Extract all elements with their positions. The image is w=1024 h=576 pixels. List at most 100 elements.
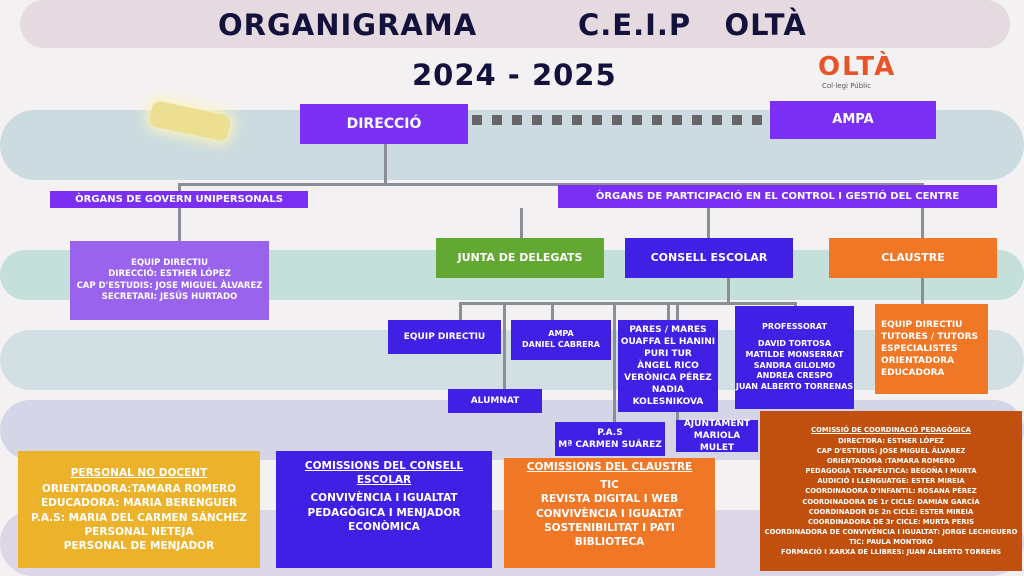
ccp-line: TIC: PAULA MONTORO xyxy=(849,537,933,546)
personal-title: PERSONAL NO DOCENT xyxy=(70,466,208,479)
ccp-line: CAP D'ESTUDIS: JOSE MIGUEL ÀLVAREZ xyxy=(816,447,966,456)
page-title: ORGANIGRAMA xyxy=(218,8,478,42)
professorat-line: DAVID TORTOSA xyxy=(757,338,832,348)
professorat-line: MATILDE MONSERRAT xyxy=(745,349,844,359)
personal-no-docent-box: PERSONAL NO DOCENT ORIENTADORA:TAMARA RO… xyxy=(18,451,260,568)
connector-line xyxy=(551,302,554,320)
connector-line xyxy=(921,278,924,306)
connector-line xyxy=(667,302,670,320)
ccp-line: COORDINADORA DE 1r CICLE: DAMIÁN GARCÍA xyxy=(802,497,980,506)
equip-line: SECRETARI: JESÚS HURTADO xyxy=(101,291,238,302)
claustre-label: CLAUSTRE xyxy=(881,250,945,264)
consell-equip-label: EQUIP DIRECTIU xyxy=(403,331,486,342)
consell-escolar-box: CONSELL ESCOLAR xyxy=(625,238,793,278)
school-name: C.E.I.P OLTÀ xyxy=(578,8,807,42)
connector-line xyxy=(178,183,181,193)
ccp-line: COORDINADOR DE 2n CICLE: ESTER MIREIA xyxy=(808,507,974,516)
equip-directiu-box: EQUIP DIRECTIU DIRECCIÓ: ESTHER LÓPEZ CA… xyxy=(70,241,269,320)
ccp-line: COORDINADORA D'INFANTIL: ROSANA PÉREZ xyxy=(805,487,977,496)
ccp-line: DIRECTORA: ESTHER LÓPEZ xyxy=(838,437,944,446)
connector-line xyxy=(520,208,523,238)
comissions-consell-line: CONVIVÈNCIA I IGUALTAT xyxy=(310,492,458,505)
ajuntament-line: AJUNTAMENT xyxy=(683,418,751,429)
comissions-claustre-line: CONVIVÈNCIA I IGUALTAT xyxy=(535,507,684,520)
pares-line: PARES / MARES xyxy=(629,324,707,335)
ampa-top-box: AMPA xyxy=(770,101,936,139)
logo-subtitle: Col·legi Públic xyxy=(822,82,871,90)
personal-line: PERSONAL DE MENJADOR xyxy=(63,539,215,552)
professorat-line: ANDREA CRESPO xyxy=(756,371,833,381)
organs-govern-box: ÒRGANS DE GOVERN UNIPERSONALS xyxy=(50,191,308,208)
comissions-claustre-title: COMISSIONS DEL CLAUSTRE xyxy=(526,461,693,473)
claustre-member: ESPECIALISTES xyxy=(881,343,958,354)
consell-alumnat-box: ALUMNAT xyxy=(448,389,542,413)
claustre-members-box: EQUIP DIRECTIU TUTORES / TUTORS ESPECIAL… xyxy=(875,304,988,394)
professorat-line: JUAN ALBERTO TORRENAS xyxy=(735,382,854,392)
personal-line: PERSONAL NETEJA xyxy=(84,525,194,538)
organs-participacio-label: ÒRGANS DE PARTICIPACIÓ EN EL CONTROL I G… xyxy=(595,190,960,202)
claustre-member: ORIENTADORA xyxy=(881,356,955,367)
ccp-line: COORDINADORA DE CONVIVÈNCIA I IGUALTAT: … xyxy=(764,527,1018,536)
consell-pares-box: PARES / MARES OUAFFA EL HANINI PURI TUR … xyxy=(618,320,718,412)
connector-line xyxy=(727,278,730,304)
consell-ajuntament-box: AJUNTAMENT MARIOLA MULET xyxy=(676,418,758,453)
ccp-line: FORMACIÓ I XARXA DE LLIBRES: JUAN ALBERT… xyxy=(780,547,1002,556)
pares-line: ÀNGEL RICO xyxy=(637,360,699,371)
connector-line xyxy=(459,302,462,320)
equip-line: DIRECCIÓ: ESTHER LÓPEZ xyxy=(108,269,231,280)
comissions-claustre-line: TIC xyxy=(600,479,619,492)
connector-line xyxy=(921,208,924,238)
alumnat-label: ALUMNAT xyxy=(470,395,520,406)
equip-line: CAP D'ESTUDIS: JOSE MIGUEL ÀLVAREZ xyxy=(76,280,263,291)
bg-stroke xyxy=(20,0,1010,48)
connector-line xyxy=(178,183,924,186)
professorat-line: SANDRA GILOLMO xyxy=(753,360,836,370)
direccio-label: DIRECCIÓ xyxy=(346,115,422,132)
connector-line xyxy=(613,302,616,422)
pares-line: OUAFFA EL HANINI xyxy=(620,336,716,347)
consell-equip-directiu-box: EQUIP DIRECTIU xyxy=(388,320,501,354)
logo-text: OLTÀ xyxy=(818,52,897,82)
school-year: 2024 - 2025 xyxy=(412,58,617,92)
consell-label: CONSELL ESCOLAR xyxy=(650,250,768,264)
consell-pas-box: P.A.S Mª CARMEN SUÁREZ xyxy=(555,422,665,456)
ccp-title: COMISSIÓ DE COORDINACIÓ PEDAGÒGICA xyxy=(811,426,971,435)
personal-line: ORIENTADORA:TAMARA ROMERO xyxy=(41,483,237,496)
professorat-line: PROFESSORAT xyxy=(762,322,827,332)
personal-line: P.A.S: MARIA DEL CARMEN SÁNCHEZ xyxy=(31,511,247,524)
ccp-box: COMISSIÓ DE COORDINACIÓ PEDAGÒGICA DIREC… xyxy=(760,411,1022,571)
pares-line: PURI TUR xyxy=(644,348,692,359)
comissions-claustre-line: BIBLIOTECA xyxy=(574,535,645,548)
personal-line: EDUCADORA: MARIA BERENGUER xyxy=(40,497,238,510)
school-logo: OLTÀ Col·legi Públic xyxy=(818,52,918,102)
consell-ampa-line: AMPA xyxy=(548,329,574,339)
ccp-line: AUDICIÓ I LLENGUATGE: ESTER MIREIA xyxy=(817,477,965,486)
claustre-member: EQUIP DIRECTIU xyxy=(881,319,963,330)
comissions-claustre-line: REVISTA DIGITAL I WEB xyxy=(540,493,679,506)
comissions-consell-line: ECONÒMICA xyxy=(348,520,420,533)
connector-line xyxy=(459,302,797,305)
claustre-box: CLAUSTRE xyxy=(829,238,997,278)
junta-delegats-box: JUNTA DE DELEGATS xyxy=(436,238,604,278)
equip-line: EQUIP DIRECTIU xyxy=(131,257,208,268)
direccio-box: DIRECCIÓ xyxy=(300,104,468,144)
ccp-line: COORDINADORA DE 3r CICLE: MURTA PERIS xyxy=(807,517,975,526)
pares-line: VERÒNICA PÉREZ xyxy=(624,373,712,384)
connector-line xyxy=(503,302,506,390)
ccp-line: PEDAGOGIA TERAPÈUTICA: BEGOÑA I MURTA xyxy=(805,467,977,476)
claustre-member: EDUCADORA xyxy=(881,368,945,379)
claustre-member: TUTORES / TUTORS xyxy=(881,331,979,342)
ccp-line: ORIENTADORA :TAMARA ROMERO xyxy=(827,457,955,466)
consell-ampa-box: AMPA DANIEL CABRERA xyxy=(511,320,611,360)
consell-ampa-line: DANIEL CABRERA xyxy=(522,340,600,349)
ampa-label: AMPA xyxy=(832,112,874,128)
consell-professorat-box: PROFESSORAT DAVID TORTOSA MATILDE MONSER… xyxy=(735,306,854,409)
connector-line xyxy=(707,208,710,238)
junta-label: JUNTA DE DELEGATS xyxy=(457,250,583,264)
connector-line xyxy=(178,208,181,242)
connector-line xyxy=(384,143,387,185)
comissions-consell-box: COMISSIONS DEL CONSELL ESCOLAR CONVIVÈNC… xyxy=(276,451,492,568)
comissions-consell-line: PEDAGÒGICA I MENJADOR xyxy=(307,506,461,519)
pares-line: NADIA KOLESNIKOVA xyxy=(632,385,704,408)
dotted-link xyxy=(472,115,768,125)
